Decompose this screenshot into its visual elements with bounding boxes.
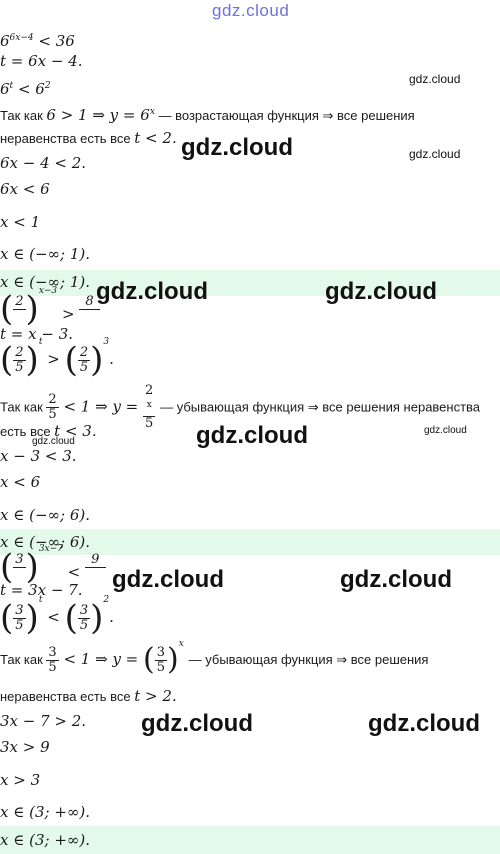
watermark: gdz.cloud (424, 425, 467, 436)
watermark: gdz.cloud (96, 278, 208, 305)
answer-highlight-2 (0, 529, 500, 555)
watermark: gdz.cloud (32, 436, 75, 447)
watermark: gdz.cloud (409, 147, 461, 161)
b2-step: x < 6 (0, 473, 41, 491)
b1-power-compare: 6t < 62 (0, 80, 51, 98)
b2-step: x − 3 < 3. (0, 447, 77, 465)
b3-solution: x ∈ (3; +∞). (0, 803, 90, 821)
b3-step: x > 3 (0, 771, 41, 789)
b1-inequality: 66x−4 < 36 (0, 32, 75, 50)
b2-reasoning-line-2: есть все t < 3. (0, 422, 97, 440)
b3-substitution: t = 3x − 7. (0, 581, 83, 599)
b2-solution: x ∈ (−∞; 6). (0, 506, 90, 524)
watermark: gdz.cloud (141, 710, 253, 737)
answer-highlight-3 (0, 826, 500, 854)
b2-inequality: (2 )x−3 > 8 (0, 286, 100, 326)
watermark: gdz.cloud (340, 566, 452, 593)
b1-solution: x ∈ (−∞; 1). (0, 245, 90, 263)
b1-substitution: t = 6x − 4. (0, 52, 83, 70)
watermark: gdz.cloud (181, 134, 293, 161)
b3-step: 3x > 9 (0, 738, 50, 756)
watermark: gdz.cloud (325, 278, 437, 305)
watermark-top: gdz.cloud (212, 1, 290, 20)
b2-answer: x ∈ (−∞; 6). (0, 533, 90, 551)
b3-reasoning-line-2: неравенства есть все t > 2. (0, 687, 177, 705)
b3-step: 3x − 7 > 2. (0, 712, 87, 730)
watermark: gdz.cloud (409, 72, 461, 86)
watermark: gdz.cloud (196, 422, 308, 449)
watermark: gdz.cloud (112, 566, 224, 593)
b1-step: 6x < 6 (0, 180, 50, 198)
b1-reasoning-line-1: Так как 6 > 1 ⇒ y = 6x — возрастающая фу… (0, 106, 415, 124)
watermark: gdz.cloud (368, 710, 480, 737)
b1-step: 6x − 4 < 2. (0, 154, 87, 172)
b3-inequality: (3 )3x−7 < 9 (0, 544, 106, 584)
b1-answer: x ∈ (−∞; 1). (0, 273, 90, 291)
b2-substitution: t = x − 3. (0, 325, 74, 343)
b3-answer: x ∈ (3; +∞). (0, 831, 90, 849)
b1-reasoning-line-2: неравенства есть все t < 2. (0, 129, 177, 147)
answer-highlight-1 (0, 270, 500, 296)
b1-step: x < 1 (0, 213, 41, 231)
